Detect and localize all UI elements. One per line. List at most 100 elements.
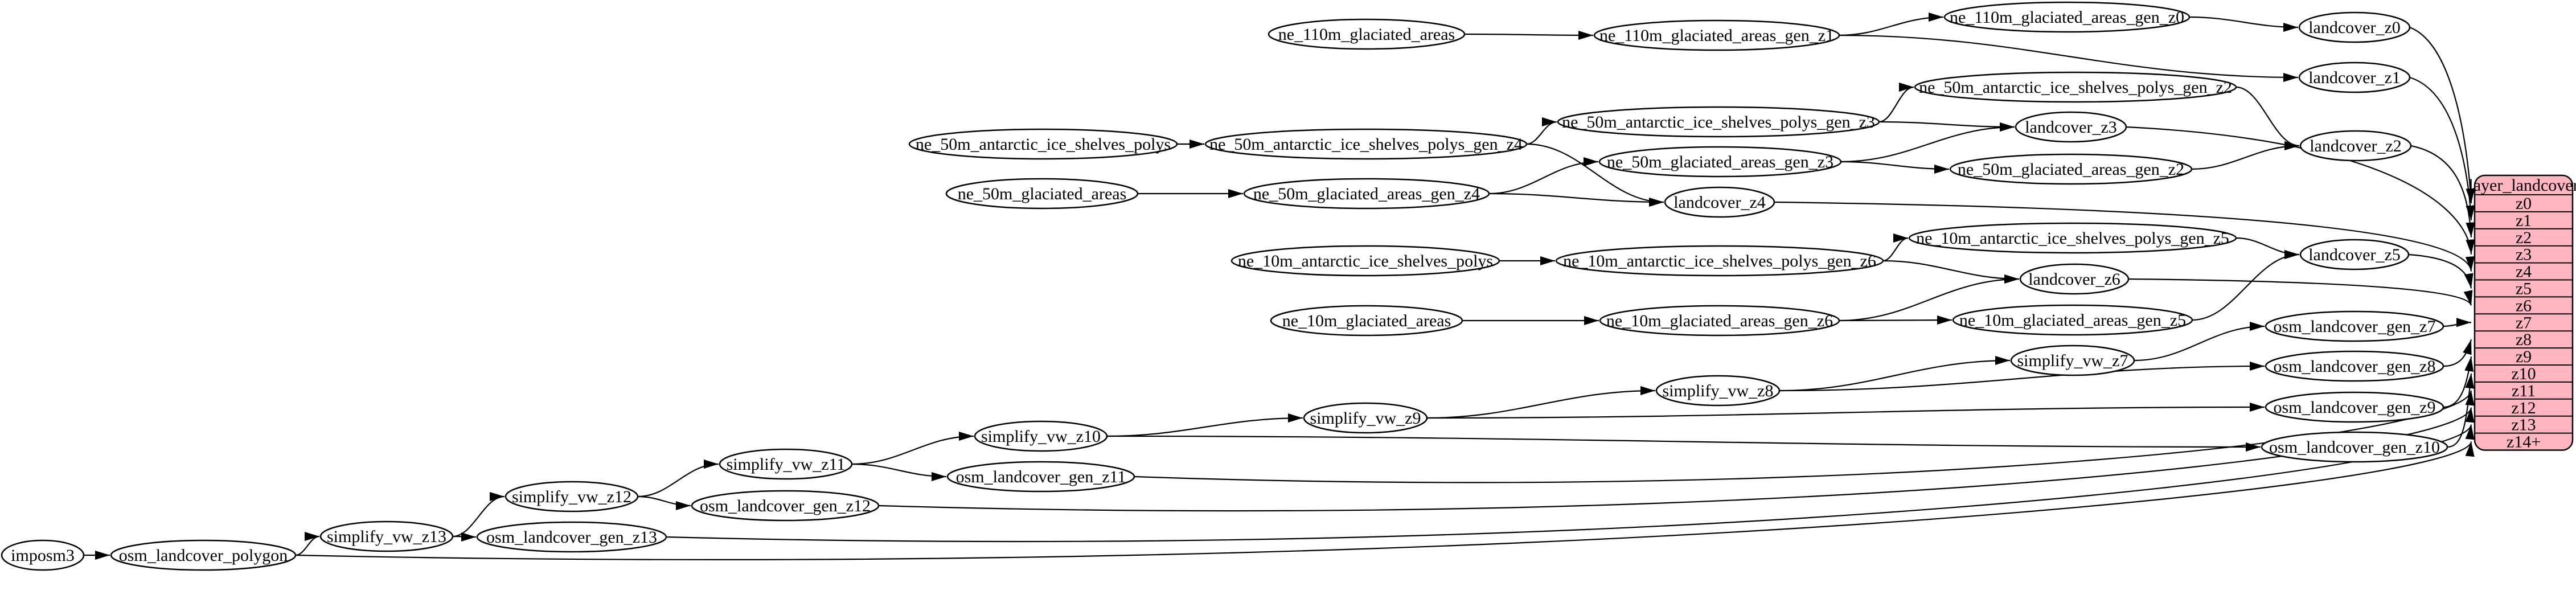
- edge-ne_10m_glaciated_areas_gen_z6-ne_10m_glaciated_areas_gen_z5: [1839, 315, 1952, 325]
- table-row-z1: z1: [2516, 211, 2532, 230]
- edge-layer: [83, 13, 2475, 560]
- edge-simplify_vw_z11-osm_landcover_gen_z11: [851, 463, 947, 481]
- node-ellipse: [908, 128, 1178, 160]
- edge-osm_landcover_polygon-row-z14+: [295, 441, 2475, 560]
- edge-landcover_z5-row-z5: [2408, 253, 2474, 289]
- edge-simplify_vw_z9-osm_landcover_gen_z9: [1426, 403, 2265, 419]
- table-row-z0: z0: [2516, 194, 2532, 213]
- node-ellipse: [1270, 305, 1463, 337]
- node-label: ne_110m_glaciated_areas: [1278, 25, 1455, 44]
- edge-ne_50m_glaciated_areas_gen_z4-landcover_z4: [1488, 192, 1664, 207]
- node-simplify_vw_z9: simplify_vw_z9: [1303, 402, 1428, 434]
- node-ellipse: [1268, 18, 1466, 50]
- edge-osm_landcover_gen_z8-row-z8: [2443, 339, 2472, 367]
- node-label: landcover_z2: [2310, 137, 2402, 155]
- edge-ne_50m_antarctic_ice_shelves_polys_gen_z4-ne_50m_antarctic_ice_shelves_polys_gen_z3: [1526, 117, 1557, 145]
- node-ellipse: [1598, 146, 1842, 178]
- table-row-z14+: z14+: [2507, 433, 2541, 452]
- edge-landcover_z0-row-z0: [2409, 26, 2475, 204]
- node-ellipse: [1, 539, 85, 571]
- edge-osm_landcover_gen_z10-row-z10: [2447, 373, 2475, 448]
- node-osm_landcover_gen_z10: osm_landcover_gen_z10: [2261, 431, 2448, 463]
- node-ne_10m_antarctic_ice_shelves_polys_gen_z6: ne_10m_antarctic_ice_shelves_polys_gen_z…: [1555, 245, 1884, 277]
- node-label: ne_10m_antarctic_ice_shelves_polys_gen_z…: [1563, 252, 1876, 270]
- node-ne_50m_glaciated_areas_gen_z4: ne_50m_glaciated_areas_gen_z4: [1243, 178, 1490, 210]
- node-label: ne_50m_glaciated_areas_gen_z4: [1253, 184, 1480, 203]
- table-row-z11: z11: [2512, 382, 2536, 400]
- node-ellipse: [476, 521, 667, 553]
- node-ellipse: [2261, 431, 2448, 463]
- node-landcover_z3: landcover_z3: [2015, 111, 2127, 143]
- node-ellipse: [504, 481, 639, 512]
- edge-simplify_vw_z7-osm_landcover_gen_z7: [2134, 322, 2265, 362]
- node-label: ne_50m_antarctic_ice_shelves_polys: [916, 135, 1171, 154]
- edge-ne_50m_antarctic_ice_shelves_polys_gen_z3-landcover_z3: [1878, 121, 2015, 132]
- node-ellipse: [2299, 130, 2412, 162]
- edge-ne_50m_glaciated_areas_gen_z3-ne_50m_glaciated_areas_gen_z2: [1840, 161, 1950, 174]
- node-label: osm_landcover_gen_z7: [2274, 317, 2436, 336]
- node-ne_10m_glaciated_areas_gen_z5: ne_10m_glaciated_areas_gen_z5: [1952, 304, 2193, 336]
- node-ne_110m_glaciated_areas_gen_z1: ne_110m_glaciated_areas_gen_z1: [1593, 19, 1840, 51]
- node-label: landcover_z3: [2025, 118, 2117, 137]
- node-ellipse: [2015, 111, 2127, 143]
- edge-osm_landcover_gen_z12-row-z12: [878, 407, 2475, 512]
- node-label: landcover_z1: [2308, 68, 2401, 87]
- node-label: ne_50m_glaciated_areas_gen_z3: [1607, 153, 1833, 171]
- node-ne_110m_glaciated_areas: ne_110m_glaciated_areas: [1268, 18, 1466, 50]
- edge-ne_50m_glaciated_areas_gen_z2-landcover_z2: [2191, 141, 2300, 170]
- table-row-z4: z4: [2516, 263, 2532, 281]
- edge-ne_110m_glaciated_areas_gen_z0-landcover_z0: [2189, 16, 2299, 32]
- node-ellipse: [2265, 391, 2444, 423]
- node-label: landcover_z0: [2308, 18, 2401, 37]
- node-label: landcover_z6: [2028, 270, 2120, 289]
- node-ellipse: [974, 420, 1108, 452]
- node-label: landcover_z5: [2308, 245, 2401, 264]
- edge-simplify_vw_z13-simplify_vw_z12: [452, 492, 505, 538]
- node-label: osm_landcover_gen_z13: [486, 528, 657, 547]
- node-label: ne_50m_antarctic_ice_shelves_polys_gen_z…: [1562, 113, 1875, 132]
- node-simplify_vw_z12: simplify_vw_z12: [504, 481, 639, 512]
- node-ellipse: [2299, 239, 2410, 270]
- table-row-z2: z2: [2516, 228, 2532, 247]
- node-label: ne_50m_antarctic_ice_shelves_polys_gen_z…: [1209, 135, 1523, 154]
- node-label: landcover_z4: [1673, 193, 1766, 212]
- edge-landcover_z4-row-z4: [1774, 201, 2475, 272]
- table-row-z7: z7: [2516, 313, 2532, 332]
- node-imposm3: imposm3: [1, 539, 85, 571]
- node-ellipse: [945, 178, 1139, 210]
- table-layer: layer_landcoverz0z1z2z3z4z5z6z7z8z9z10z1…: [2468, 174, 2576, 452]
- node-label: simplify_vw_z12: [512, 487, 631, 506]
- node-label: simplify_vw_z9: [1310, 409, 1421, 428]
- node-label: ne_10m_glaciated_areas_gen_z6: [1606, 311, 1833, 330]
- node-ne_50m_antarctic_ice_shelves_polys_gen_z3: ne_50m_antarctic_ice_shelves_polys_gen_z…: [1557, 106, 1880, 138]
- edge-simplify_vw_z8-simplify_vw_z7: [1779, 356, 2011, 392]
- edge-simplify_vw_z12-simplify_vw_z11: [637, 460, 719, 498]
- node-label: simplify_vw_z11: [727, 455, 846, 474]
- node-ne_10m_antarctic_ice_shelves_polys: ne_10m_antarctic_ice_shelves_polys: [1230, 245, 1500, 277]
- node-ne_50m_antarctic_ice_shelves_polys_gen_z4: ne_50m_antarctic_ice_shelves_polys_gen_z…: [1204, 128, 1528, 160]
- node-ellipse: [1952, 304, 2193, 336]
- layer-table-body: [2474, 174, 2574, 451]
- node-simplify_vw_z11: simplify_vw_z11: [719, 448, 853, 480]
- node-ne_10m_glaciated_areas: ne_10m_glaciated_areas: [1270, 305, 1463, 337]
- node-ne_50m_antarctic_ice_shelves_polys: ne_50m_antarctic_ice_shelves_polys: [908, 128, 1178, 160]
- node-ellipse: [2010, 345, 2135, 376]
- node-simplify_vw_z7: simplify_vw_z7: [2010, 345, 2135, 376]
- edge-osm_landcover_gen_z9-row-z9: [2443, 356, 2474, 408]
- edge-simplify_vw_z9-simplify_vw_z8: [1426, 386, 1656, 419]
- node-ne_10m_antarctic_ice_shelves_polys_gen_z5: ne_10m_antarctic_ice_shelves_polys_gen_z…: [1908, 222, 2237, 254]
- node-ellipse: [1949, 153, 2193, 185]
- edge-ne_50m_antarctic_ice_shelves_polys_gen_z4-landcover_z4: [1526, 143, 1664, 207]
- node-ellipse: [2298, 11, 2411, 43]
- node-label: ne_50m_glaciated_areas: [958, 184, 1127, 203]
- node-ellipse: [1243, 178, 1490, 210]
- edge-simplify_vw_z10-simplify_vw_z9: [1106, 413, 1303, 437]
- node-landcover_z1: landcover_z1: [2298, 61, 2411, 93]
- node-label: simplify_vw_z8: [1663, 382, 1774, 400]
- node-osm_landcover_gen_z11: osm_landcover_gen_z11: [946, 461, 1135, 493]
- edge-ne_10m_glaciated_areas_gen_z6-landcover_z6: [1839, 274, 2020, 322]
- node-ellipse: [946, 461, 1135, 493]
- edge-simplify_vw_z10-osm_landcover_gen_z10: [1106, 435, 2261, 452]
- node-ellipse: [1593, 19, 1840, 51]
